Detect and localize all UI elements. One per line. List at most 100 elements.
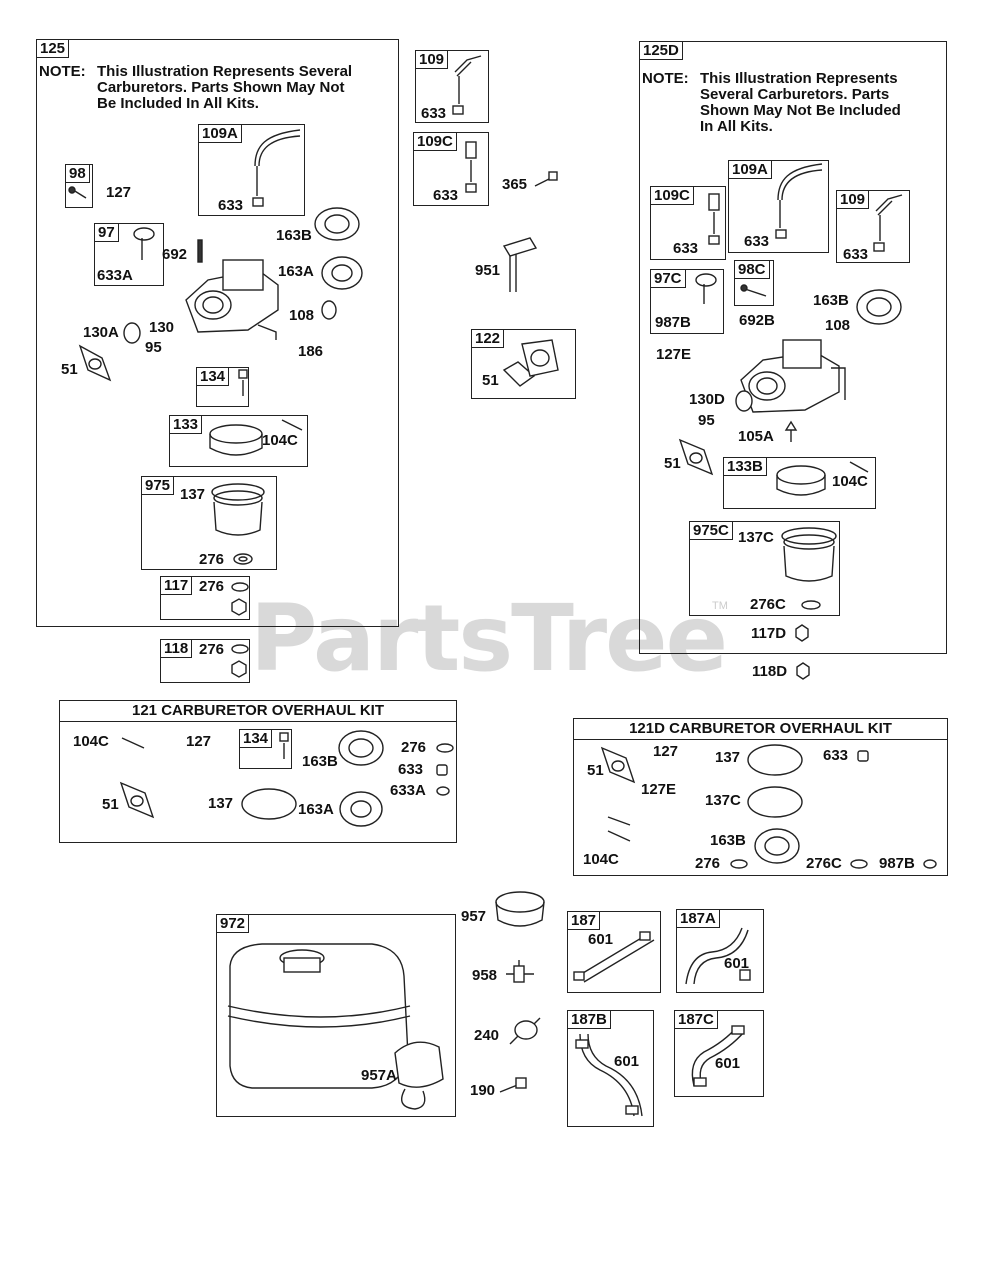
label-51[interactable]: 51 xyxy=(61,361,78,378)
group-187-frame xyxy=(567,911,661,993)
label-127e[interactable]: 127E xyxy=(656,346,692,363)
label-987b[interactable]: 987B xyxy=(879,855,915,872)
label-163a[interactable]: 163A xyxy=(278,263,314,280)
tag-125d-97c[interactable]: 97C xyxy=(650,269,686,288)
label-127e[interactable]: 127E xyxy=(641,781,677,798)
label-633[interactable]: 633 xyxy=(843,246,869,263)
label-95[interactable]: 95 xyxy=(698,412,715,429)
label-51[interactable]: 51 xyxy=(102,796,119,813)
label-127[interactable]: 127 xyxy=(653,743,679,760)
tag-97[interactable]: 97 xyxy=(94,223,119,242)
label-276[interactable]: 276 xyxy=(695,855,721,872)
label-137c[interactable]: 137C xyxy=(705,792,741,809)
label-601[interactable]: 601 xyxy=(715,1055,741,1072)
tag-187a[interactable]: 187A xyxy=(676,909,720,928)
label-633[interactable]: 633 xyxy=(823,747,849,764)
tag-125d-109[interactable]: 109 xyxy=(836,190,870,209)
label-957[interactable]: 957 xyxy=(461,908,487,925)
label-276[interactable]: 276 xyxy=(199,641,225,658)
tag-187b[interactable]: 187B xyxy=(567,1010,611,1029)
tag-125d-98c[interactable]: 98C xyxy=(734,260,770,279)
tag-187[interactable]: 187 xyxy=(567,911,601,930)
label-163b[interactable]: 163B xyxy=(710,832,746,849)
label-104c[interactable]: 104C xyxy=(583,851,619,868)
label-633[interactable]: 633 xyxy=(421,105,447,122)
label-127[interactable]: 127 xyxy=(186,733,212,750)
label-51[interactable]: 51 xyxy=(587,762,604,779)
tag-109[interactable]: 109 xyxy=(415,50,449,69)
label-951[interactable]: 951 xyxy=(475,262,501,279)
label-186[interactable]: 186 xyxy=(298,343,324,360)
label-130d[interactable]: 130D xyxy=(689,391,725,408)
label-276[interactable]: 276 xyxy=(199,578,225,595)
label-365[interactable]: 365 xyxy=(502,176,528,193)
label-51[interactable]: 51 xyxy=(482,372,499,389)
label-957a[interactable]: 957A xyxy=(361,1067,397,1084)
label-633[interactable]: 633 xyxy=(744,233,770,250)
gasket-163a-icon xyxy=(339,791,383,827)
label-130a[interactable]: 130A xyxy=(83,324,119,341)
label-127[interactable]: 127 xyxy=(106,184,132,201)
tag-125d-109a[interactable]: 109A xyxy=(728,160,772,179)
label-117d[interactable]: 117D xyxy=(751,625,787,642)
tag-975[interactable]: 975 xyxy=(141,476,175,495)
label-692[interactable]: 692 xyxy=(162,246,188,263)
tag-972[interactable]: 972 xyxy=(216,914,250,933)
label-601[interactable]: 601 xyxy=(614,1053,640,1070)
label-137[interactable]: 137 xyxy=(180,486,206,503)
label-163b[interactable]: 163B xyxy=(302,753,338,770)
label-601[interactable]: 601 xyxy=(588,931,614,948)
label-108[interactable]: 108 xyxy=(289,307,315,324)
tag-125[interactable]: 125 xyxy=(36,39,70,58)
label-276[interactable]: 276 xyxy=(199,551,225,568)
label-104c[interactable]: 104C xyxy=(832,473,868,490)
label-276[interactable]: 276 xyxy=(401,739,427,756)
group-133b-frame xyxy=(723,457,876,509)
tag-133[interactable]: 133 xyxy=(169,415,203,434)
tag-kit-134[interactable]: 134 xyxy=(239,729,273,748)
label-118d[interactable]: 118D xyxy=(752,663,788,680)
tag-134[interactable]: 134 xyxy=(196,367,230,386)
label-137[interactable]: 137 xyxy=(715,749,741,766)
tag-133b[interactable]: 133B xyxy=(723,457,767,476)
label-601[interactable]: 601 xyxy=(724,955,750,972)
label-240[interactable]: 240 xyxy=(474,1027,500,1044)
tag-109a[interactable]: 109A xyxy=(198,124,242,143)
label-51[interactable]: 51 xyxy=(664,455,681,472)
label-276c[interactable]: 276C xyxy=(750,596,786,613)
label-633[interactable]: 633 xyxy=(218,197,244,214)
tag-975c[interactable]: 975C xyxy=(689,521,733,540)
tag-117[interactable]: 117 xyxy=(160,576,193,595)
label-108[interactable]: 108 xyxy=(825,317,851,334)
label-130[interactable]: 130 xyxy=(149,319,175,336)
label-190[interactable]: 190 xyxy=(470,1082,496,1099)
label-104c[interactable]: 104C xyxy=(262,432,298,449)
label-163b[interactable]: 163B xyxy=(276,227,312,244)
label-692b[interactable]: 692B xyxy=(739,312,775,329)
label-105a[interactable]: 105A xyxy=(738,428,774,445)
label-137[interactable]: 137 xyxy=(208,795,234,812)
label-987b[interactable]: 987B xyxy=(655,314,691,331)
label-633[interactable]: 633 xyxy=(433,187,459,204)
label-633[interactable]: 633 xyxy=(673,240,699,257)
choke-link-part-icon xyxy=(252,129,301,207)
label-276c[interactable]: 276C xyxy=(806,855,842,872)
kit-121-frame: 121 CARBURETOR OVERHAUL KIT xyxy=(59,700,457,843)
tag-125d-109c[interactable]: 109C xyxy=(650,186,694,205)
tag-98[interactable]: 98 xyxy=(65,164,90,183)
tag-125d[interactable]: 125D xyxy=(639,41,683,60)
label-958[interactable]: 958 xyxy=(472,967,498,984)
label-633a[interactable]: 633A xyxy=(97,267,133,284)
group-118-frame xyxy=(160,639,250,683)
tag-122[interactable]: 122 xyxy=(471,329,505,348)
label-163b[interactable]: 163B xyxy=(813,292,849,309)
label-163a[interactable]: 163A xyxy=(298,801,334,818)
label-104c[interactable]: 104C xyxy=(73,733,109,750)
label-633a[interactable]: 633A xyxy=(390,782,426,799)
tag-109c[interactable]: 109C xyxy=(413,132,457,151)
label-633[interactable]: 633 xyxy=(398,761,424,778)
label-95[interactable]: 95 xyxy=(145,339,162,356)
tag-187c[interactable]: 187C xyxy=(674,1010,718,1029)
label-137c[interactable]: 137C xyxy=(738,529,774,546)
tag-118[interactable]: 118 xyxy=(160,639,193,658)
